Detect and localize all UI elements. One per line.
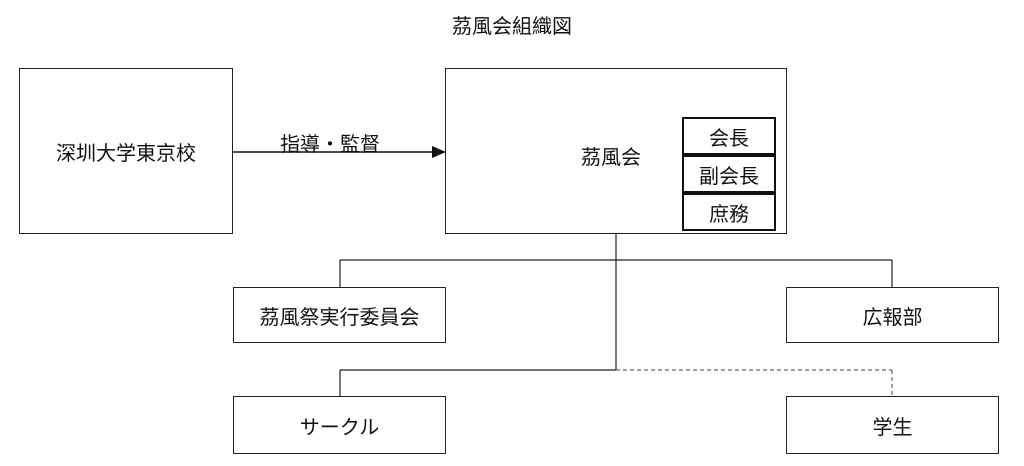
role-vice-president: 副会長	[682, 155, 776, 193]
pr-department-label: 広報部	[862, 304, 923, 329]
role-president: 会長	[682, 117, 776, 155]
students-node: 学生	[786, 396, 999, 454]
diagram-title: 茘風会組織図	[452, 14, 572, 38]
students-label: 学生	[872, 414, 913, 439]
circles-label: サークル	[299, 414, 380, 439]
guidance-label: 指導・監督	[280, 132, 380, 156]
pr-department-node: 広報部	[786, 287, 999, 343]
role-general-affairs-label: 庶務	[709, 201, 749, 226]
role-general-affairs: 庶務	[682, 193, 776, 231]
festival-committee-node: 茘風祭実行委員会	[233, 287, 446, 343]
org-label: 茘風会	[581, 145, 641, 169]
university-label: 深圳大学東京校	[56, 140, 196, 165]
university-node: 深圳大学東京校	[19, 68, 233, 234]
role-president-label: 会長	[709, 125, 749, 150]
festival-committee-label: 茘風祭実行委員会	[259, 304, 420, 329]
role-vice-president-label: 副会長	[699, 163, 759, 188]
circles-node: サークル	[233, 396, 446, 454]
